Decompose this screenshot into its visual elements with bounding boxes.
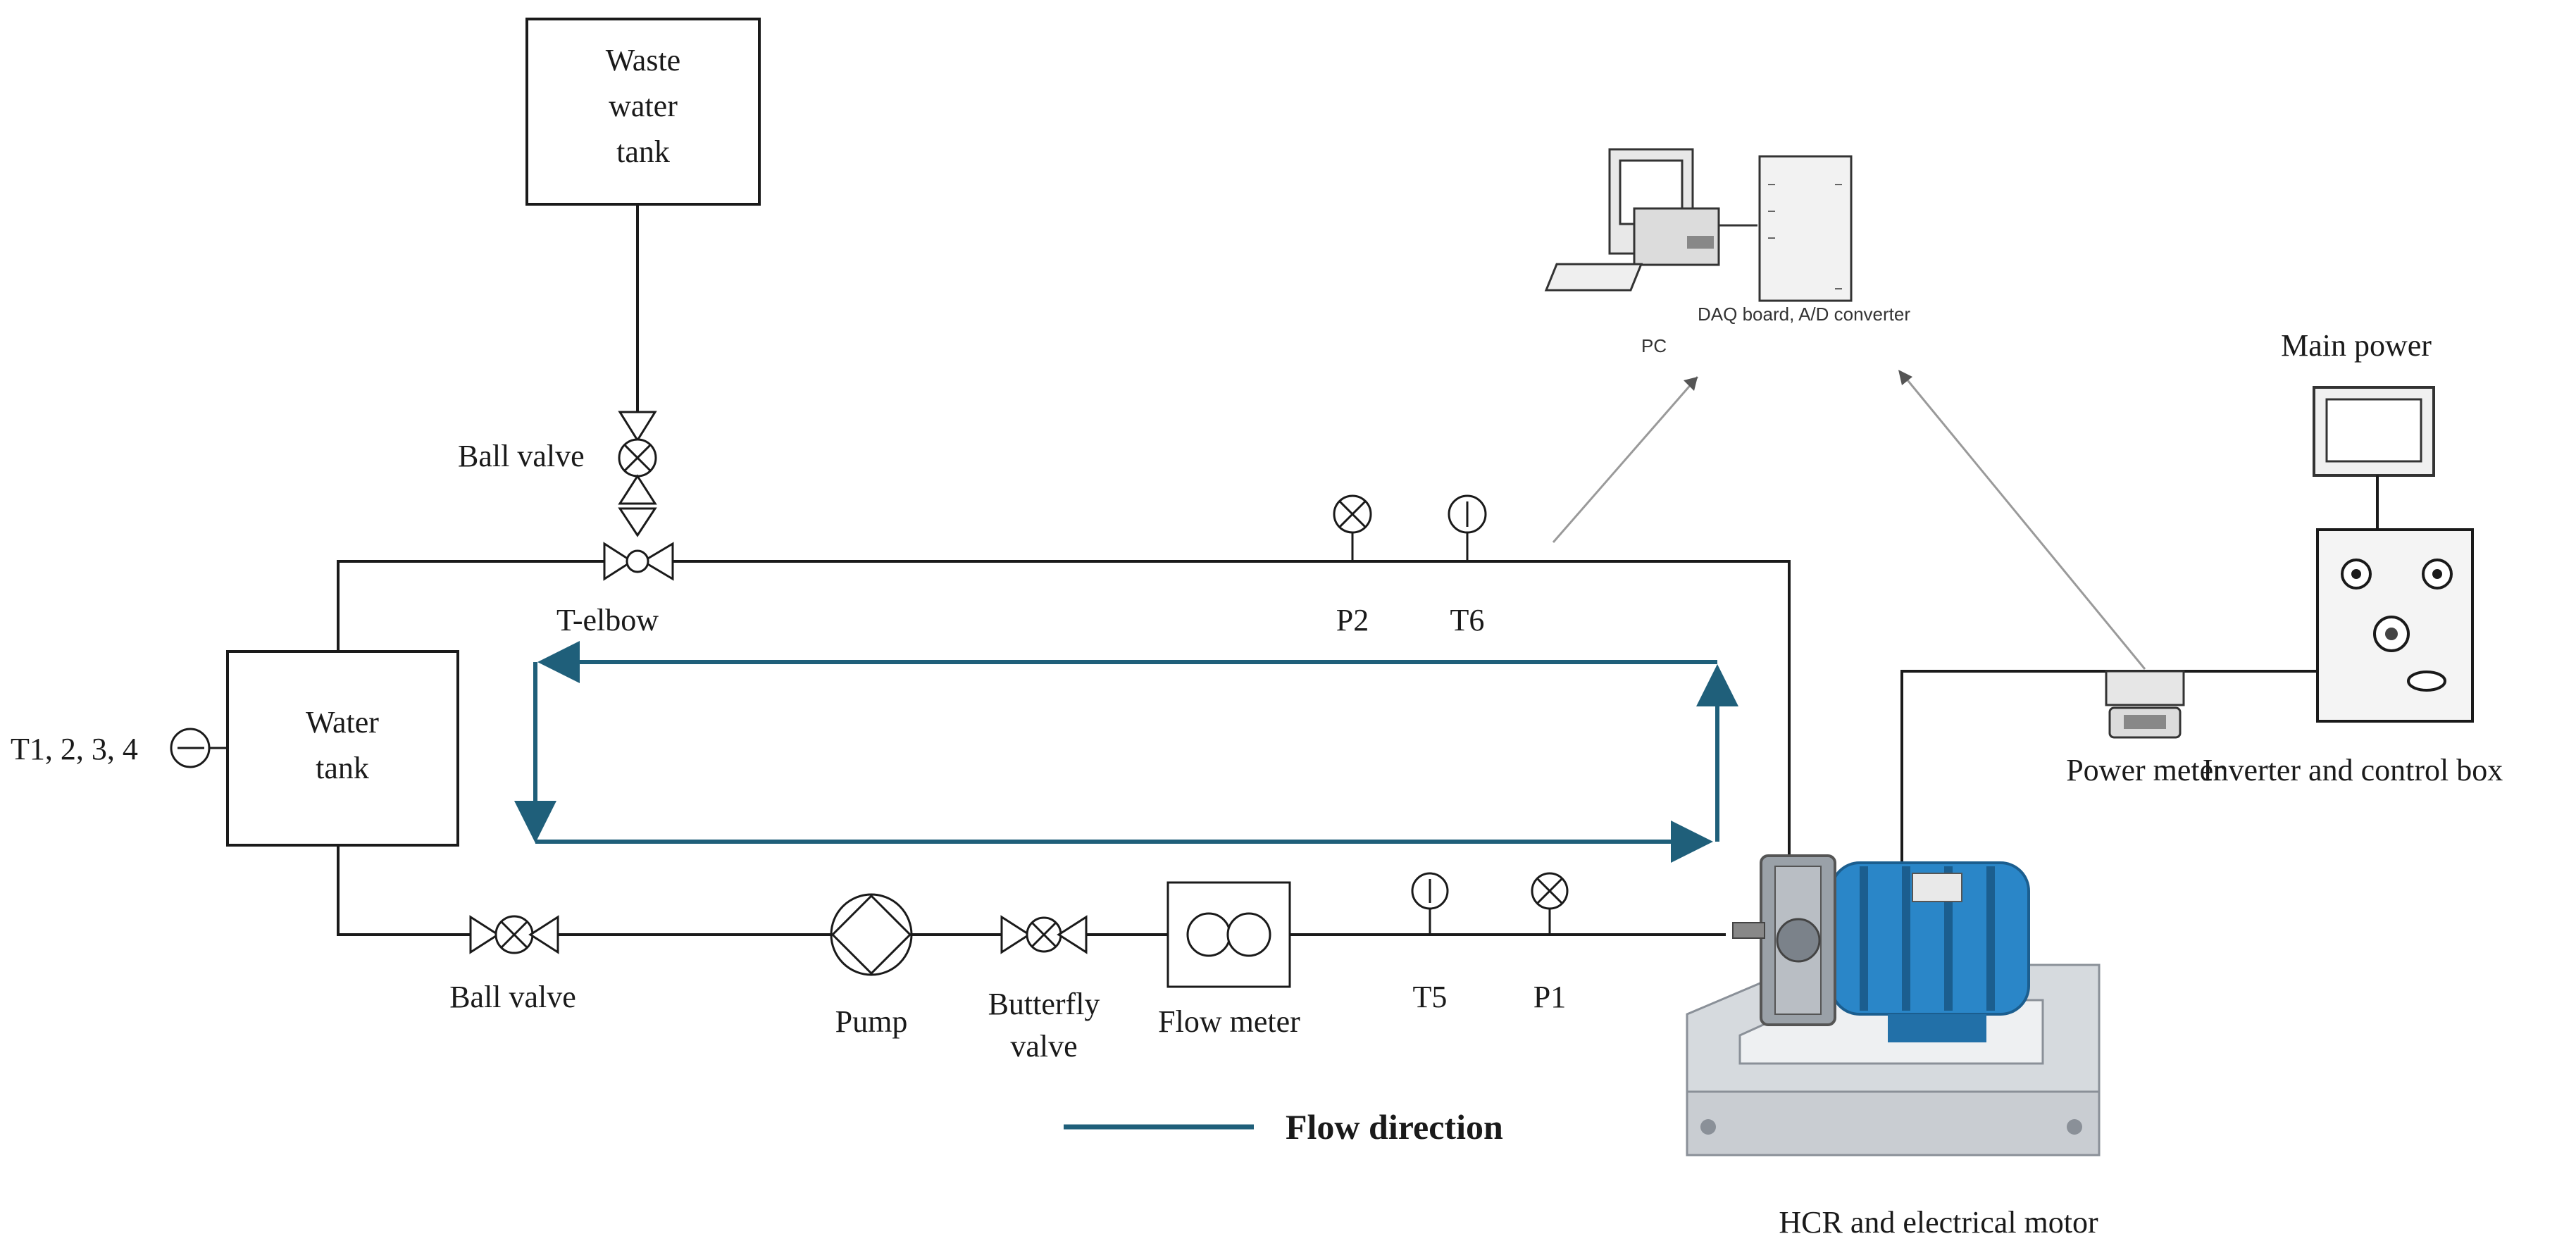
p2-sensor-icon <box>1333 494 1372 561</box>
pc-label: PC <box>1641 335 1667 356</box>
inverter-control-box-icon <box>2316 528 2474 723</box>
signal-line-pc <box>1552 376 1699 543</box>
pc-icon <box>1544 148 1720 292</box>
ball-valve-bottom-label: Ball valve <box>449 980 576 1014</box>
t-elbow-label: T-elbow <box>556 603 659 637</box>
signal-arrow-daq <box>1898 370 1912 385</box>
daq-label: DAQ board, A/D converter <box>1698 304 1910 325</box>
t-elbow-icon <box>603 507 674 581</box>
p1-sensor-icon <box>1531 872 1569 935</box>
t5-label: T5 <box>1413 980 1448 1014</box>
signal-line-daq <box>1900 373 2146 670</box>
hcr-motor-icon <box>1686 854 2101 1156</box>
temperature-sensor-tank-icon <box>170 728 228 768</box>
t5-sensor-icon <box>1411 872 1449 935</box>
ball-valve-top-icon <box>618 411 657 505</box>
main-power-icon <box>2313 386 2435 477</box>
main-power-label: Main power <box>2281 328 2432 363</box>
waste-tank-line2: water <box>609 89 678 123</box>
t6-label: T6 <box>1450 603 1485 637</box>
p2-label: P2 <box>1336 603 1369 637</box>
waste-tank-line3: tank <box>616 135 670 169</box>
water-tank <box>226 650 459 847</box>
flow-meter-icon <box>1166 881 1291 988</box>
power-meter-label: Power meter <box>2066 753 2224 787</box>
flow-direction-loop <box>514 641 1738 863</box>
butterfly-valve-line2: valve <box>1010 1029 1077 1064</box>
t6-sensor-icon <box>1448 494 1487 561</box>
signal-arrow-pc <box>1684 377 1698 391</box>
pump-label: Pump <box>835 1004 908 1039</box>
pipe-bottom-loop <box>337 845 1726 936</box>
daq-board-icon <box>1758 155 1853 302</box>
butterfly-valve-icon <box>1000 915 1088 954</box>
t1234-label: T1, 2, 3, 4 <box>11 732 138 766</box>
water-tank-line2: tank <box>316 751 369 785</box>
flow-direction-legend-label: Flow direction <box>1286 1107 1503 1147</box>
power-meter-icon <box>2105 670 2185 739</box>
ball-valve-top-label: Ball valve <box>458 439 585 473</box>
water-tank-line1: Water <box>306 705 379 740</box>
inverter-label: Inverter and control box <box>2203 753 2503 787</box>
flow-meter-label: Flow meter <box>1158 1004 1300 1039</box>
pump-icon <box>830 893 913 976</box>
waste-tank-line1: Waste <box>606 43 680 77</box>
hcr-motor-label: HCR and electrical motor <box>1779 1205 2098 1240</box>
pipe-top-loop <box>337 560 1791 863</box>
waste-water-tank <box>525 18 761 206</box>
p1-label: P1 <box>1533 980 1566 1014</box>
ball-valve-bottom-icon <box>469 915 559 954</box>
butterfly-valve-line1: Butterfly <box>988 987 1100 1021</box>
